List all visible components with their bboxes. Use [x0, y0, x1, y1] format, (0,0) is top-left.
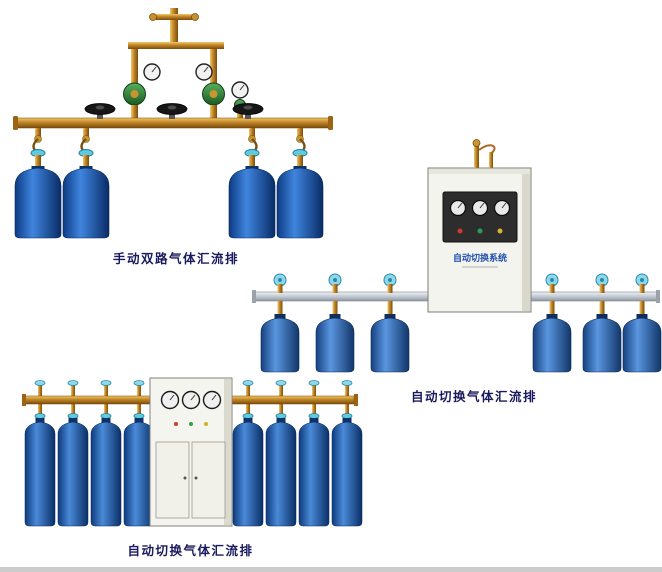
cylinder-bank	[24, 404, 363, 527]
indicator-light	[477, 228, 483, 234]
main-manifold-pipe	[13, 116, 333, 130]
product-photo-auto-switch-manifold: 自动切换系统 自动切换气体汇流排	[250, 136, 662, 405]
product-caption: 自动切换气体汇流排	[410, 390, 537, 404]
gas-cylinder	[331, 417, 363, 527]
gas-cylinder	[62, 149, 110, 239]
cabinet-top-plumbing	[472, 139, 496, 168]
indicator-light	[189, 422, 193, 426]
gas-cylinder	[298, 417, 330, 527]
cylinder-bank	[260, 273, 662, 373]
gas-cylinder	[315, 313, 355, 373]
cylinder-station	[123, 404, 155, 527]
footer-divider	[0, 567, 662, 572]
gas-cylinder	[260, 313, 300, 373]
indicator-light	[174, 422, 178, 426]
cabinet-door	[155, 441, 190, 519]
product-photo-auto-switch-manifold-2: 自动切换气体汇流排	[18, 372, 363, 559]
product-caption: 自动切换气体汇流排	[127, 544, 254, 558]
cylinder-station	[90, 404, 122, 527]
header-pipe-assembly	[128, 8, 224, 84]
auto-manifold-illustration: 自动切换系统	[252, 139, 662, 373]
manual-manifold-illustration	[13, 8, 333, 239]
control-cabinet: 自动切换系统	[427, 167, 532, 313]
cylinder-station	[582, 273, 622, 373]
gas-cylinder	[370, 313, 410, 373]
gas-cylinder	[532, 313, 572, 373]
control-cabinet	[149, 377, 233, 527]
manifold-valve-risers	[34, 380, 353, 396]
indicator-light	[457, 228, 463, 234]
auto-manifold-illustration-2	[22, 377, 363, 527]
cylinder-station	[232, 404, 264, 527]
product-caption: 手动双路气体汇流排	[112, 252, 239, 266]
cabinet-door	[191, 441, 226, 519]
cylinder-station	[57, 404, 89, 527]
cylinder-station	[331, 404, 363, 527]
cylinder-station	[622, 273, 662, 373]
gas-cylinder	[90, 417, 122, 527]
cylinder-station	[315, 273, 355, 373]
product-photo-manual-dual-manifold: 手动双路气体汇流排	[8, 6, 344, 267]
indicator-light	[497, 228, 503, 234]
gas-cylinder	[24, 417, 56, 527]
cylinder-bank	[14, 128, 324, 239]
gas-cylinder	[57, 417, 89, 527]
cylinder-station	[24, 404, 56, 527]
cylinder-station	[298, 404, 330, 527]
cylinder-station	[265, 404, 297, 527]
cylinder-station	[370, 273, 410, 373]
gauge-panel	[442, 191, 518, 243]
gas-cylinder	[232, 417, 264, 527]
cylinder-station	[260, 273, 300, 373]
cylinder-station	[532, 273, 572, 373]
gas-cylinder	[265, 417, 297, 527]
pressure-regulators	[123, 63, 249, 119]
cabinet-label: 自动切换系统	[453, 252, 507, 263]
gas-cylinder	[622, 313, 662, 373]
gas-cylinder	[582, 313, 622, 373]
indicator-light	[204, 422, 208, 426]
gas-cylinder	[14, 149, 62, 239]
valve-handwheels	[84, 103, 264, 119]
